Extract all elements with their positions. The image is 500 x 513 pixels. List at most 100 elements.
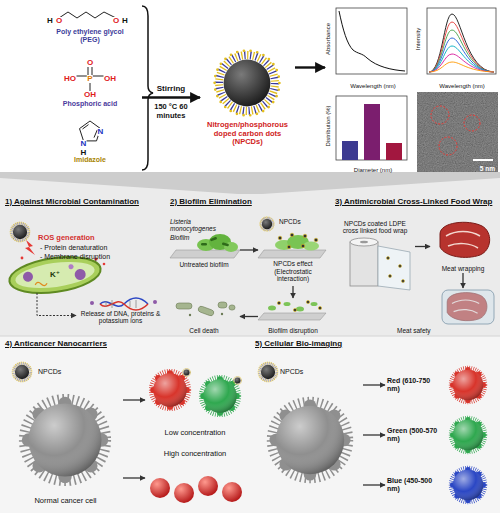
emission-plot bbox=[427, 8, 496, 74]
food-wrap-roll bbox=[387, 257, 390, 260]
food-wrap-roll bbox=[387, 257, 405, 283]
node-text: Wavelength (nm) bbox=[325, 83, 410, 90]
node-text: Green (500-570 nm) bbox=[387, 427, 439, 443]
connector-arrow bbox=[123, 399, 145, 400]
node-text: Absorbance bbox=[325, 8, 332, 70]
bioimaging-art bbox=[258, 362, 278, 382]
mechanism-note: - Membrane disruption bbox=[40, 253, 110, 261]
connector-arrow bbox=[37, 293, 76, 316]
biofilm-treated bbox=[290, 233, 294, 237]
section-panel: 2) Biofilm EliminationListeria monocytog… bbox=[165, 194, 330, 336]
bioimaging-art bbox=[450, 467, 486, 503]
section-panel: 1) Against Microbial ContaminationK⁺Rele… bbox=[0, 194, 165, 336]
bacterium-attack bbox=[7, 222, 157, 310]
emission-plot bbox=[429, 30, 494, 72]
wrapped-meat bbox=[442, 290, 494, 324]
node-text: Listeria monocytogenes bbox=[170, 218, 230, 233]
anticancer-art bbox=[150, 478, 170, 498]
node-text: Biofilm disruption bbox=[268, 327, 318, 334]
food-wrap-roll bbox=[389, 275, 392, 278]
food-wrap-roll bbox=[402, 280, 405, 283]
anticancer-art bbox=[182, 368, 190, 376]
node-text: Normal cancer cell bbox=[34, 497, 96, 506]
node-text: High concentration bbox=[164, 450, 227, 459]
node-text: Poly ethylene glycol (PEG) bbox=[48, 28, 132, 44]
connector-arrow bbox=[363, 484, 385, 485]
dead-cells bbox=[176, 303, 192, 309]
biofilm-untreated bbox=[201, 243, 207, 246]
edge-label: Stirring bbox=[156, 84, 186, 93]
node-text: Distribution (%) bbox=[325, 96, 332, 156]
node-text: Meat safety bbox=[397, 327, 431, 334]
biofilm-step: Cell death bbox=[168, 298, 240, 335]
concentration-result: Low concentration bbox=[145, 360, 245, 440]
emission-plot bbox=[429, 46, 494, 72]
section-panel: 4) Anticancer NanocarriersNPCDsNormal ca… bbox=[0, 336, 250, 513]
tem-micrograph bbox=[473, 159, 493, 161]
biofilm-untreated bbox=[170, 234, 240, 258]
biofilm-treated bbox=[303, 234, 307, 238]
anticancer-art bbox=[150, 370, 190, 410]
reactant-bracket bbox=[142, 6, 153, 170]
tem-micrograph bbox=[431, 106, 449, 124]
tem-micrograph bbox=[464, 115, 480, 131]
node-text: NPCDs bbox=[38, 368, 123, 376]
biofilm-treated bbox=[287, 245, 291, 249]
absorbance-plot bbox=[336, 8, 407, 74]
tem-micrograph bbox=[417, 92, 498, 172]
imaging-channel: Blue (450-500 nm) bbox=[385, 462, 496, 508]
bioimaging-art bbox=[450, 367, 486, 403]
dead-cells bbox=[221, 313, 223, 315]
size-bar-chart bbox=[336, 96, 407, 160]
bioimaging-art bbox=[450, 417, 486, 453]
emission-plot bbox=[429, 22, 494, 72]
biofilm-treated bbox=[278, 236, 282, 240]
atom-symbol: N bbox=[97, 128, 104, 136]
imaging-channel: Green (500-570 nm) bbox=[385, 412, 496, 458]
bacterium-attack bbox=[100, 298, 148, 306]
node-text: Wavelength (nm) bbox=[415, 83, 498, 90]
anticancer-art bbox=[12, 362, 242, 503]
biofilm-treated bbox=[314, 238, 318, 242]
node-text: Low concentration bbox=[165, 429, 226, 438]
emission-chart: IntensityWavelength (nm) bbox=[415, 4, 498, 90]
mechanism-note: ROS generation bbox=[38, 234, 95, 243]
atom-symbol: OH bbox=[84, 91, 97, 99]
emission-plot bbox=[429, 62, 494, 72]
bacterium-attack bbox=[14, 258, 97, 293]
connector-arrow bbox=[363, 384, 385, 385]
node-text: Meat wrapping bbox=[442, 265, 485, 272]
connector-arrow bbox=[363, 434, 385, 435]
section-heading: 4) Anticancer Nanocarriers bbox=[5, 339, 246, 348]
food-wrap-step: Meat safety bbox=[395, 288, 496, 335]
tem-micrograph bbox=[417, 92, 498, 172]
connector-arrow bbox=[295, 66, 325, 68]
background-bands bbox=[0, 176, 500, 336]
background-bands bbox=[0, 172, 500, 194]
cancer-cell: NPCDsNormal cancer cell bbox=[8, 360, 123, 508]
biofilm-disrupted bbox=[311, 302, 318, 306]
food-wrap-step: Meat wrapping bbox=[430, 220, 496, 273]
bacterium-attack bbox=[10, 222, 30, 242]
background-bands bbox=[0, 0, 500, 176]
node-text: K⁺ bbox=[50, 270, 60, 279]
food-wrap-roll bbox=[350, 242, 378, 286]
atom-symbol: OH bbox=[104, 75, 117, 83]
bacterium-attack bbox=[103, 263, 106, 266]
size-bar-chart bbox=[342, 141, 358, 160]
carbon-dot bbox=[215, 51, 280, 116]
size-bar-chart bbox=[386, 143, 402, 160]
bacterium-attack bbox=[100, 302, 148, 310]
raw-meat bbox=[440, 222, 490, 257]
node-text: Blue (450-500 nm) bbox=[387, 477, 439, 493]
dead-cells bbox=[176, 302, 235, 317]
atom-symbol: HO bbox=[64, 75, 77, 83]
cancer-cell: NPCDs bbox=[258, 360, 363, 508]
section-heading: 2) Biofilm Elimination bbox=[170, 197, 326, 206]
node-text: Imidazole bbox=[42, 156, 138, 164]
connector-arrow bbox=[462, 273, 463, 288]
connector-arrow bbox=[292, 286, 293, 298]
bacterium-attack bbox=[153, 300, 157, 304]
biofilm-disrupted bbox=[293, 308, 296, 311]
